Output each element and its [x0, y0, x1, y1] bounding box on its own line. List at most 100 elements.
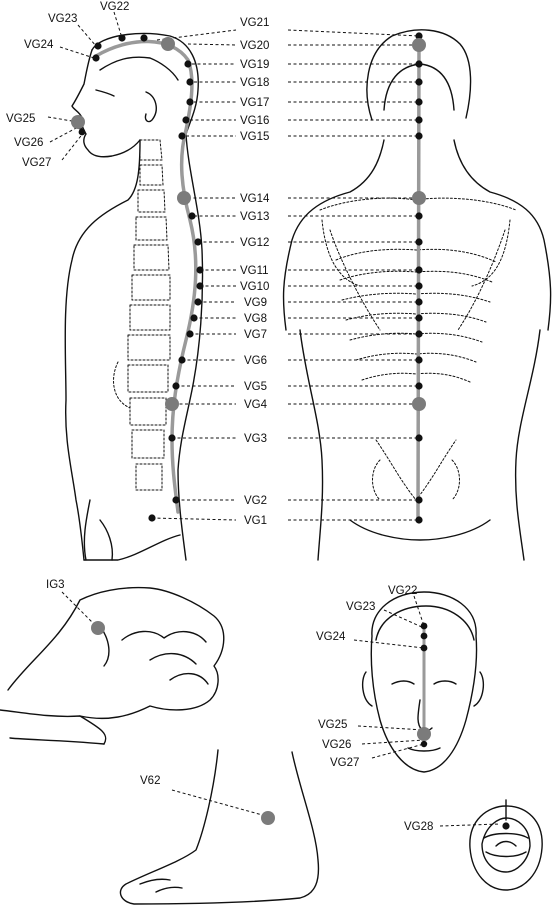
label-vg11: VG11 — [240, 265, 269, 277]
point-side-vg14 — [177, 191, 191, 205]
point-back-vg10 — [415, 282, 423, 290]
label-ig3: IG3 — [46, 579, 65, 591]
point-back-vg18 — [415, 78, 423, 86]
back-meridian — [416, 40, 421, 522]
point-side-vg17 — [186, 98, 194, 106]
point-back-vg12 — [415, 238, 423, 246]
label-vg16: VG16 — [240, 115, 269, 127]
label-vg1: VG1 — [244, 515, 267, 527]
label-vg13: VG13 — [240, 211, 269, 223]
label-vg3: VG3 — [244, 433, 267, 445]
point-ig3 — [91, 621, 105, 635]
label-side-vg25: VG25 — [6, 113, 35, 125]
leader-lines — [47, 11, 501, 827]
point-back-vg19 — [415, 60, 423, 68]
text-labels: VG23 VG22 VG24 VG25 VG26 VG27 VG21 VG20 … — [6, 1, 433, 833]
point-face-vg23 — [420, 632, 428, 640]
point-back-vg20 — [412, 38, 426, 52]
point-face-vg25-vg26 — [417, 727, 431, 741]
label-vg28: VG28 — [404, 821, 433, 833]
point-side-vg19 — [184, 60, 192, 68]
label-vg5: VG5 — [244, 381, 267, 393]
point-side-vg12 — [194, 238, 202, 246]
point-back-vg4 — [412, 397, 426, 411]
point-back-vg21 — [415, 32, 423, 40]
label-vg15: VG15 — [240, 131, 269, 143]
label-face-vg24: VG24 — [316, 631, 346, 643]
label-vg21: VG21 — [240, 17, 269, 29]
point-back-vg1 — [415, 516, 423, 524]
point-side-vg1 — [148, 514, 156, 522]
label-vg14: VG14 — [240, 193, 270, 205]
foot-outline — [119, 749, 320, 905]
point-side-vg21 — [140, 34, 148, 42]
label-face-vg23: VG23 — [346, 601, 375, 613]
point-side-vg2 — [172, 496, 180, 504]
label-vg17: VG17 — [240, 97, 269, 109]
point-side-vg16 — [182, 116, 190, 124]
point-side-vg5 — [172, 382, 180, 390]
point-back-vg11 — [415, 266, 423, 274]
face-outline — [361, 591, 485, 773]
point-side-vg8 — [190, 314, 198, 322]
point-side-vg10 — [196, 282, 204, 290]
point-side-vg23 — [94, 42, 102, 50]
point-back-vg5 — [415, 382, 423, 390]
point-back-vg8 — [415, 314, 423, 322]
label-side-vg27: VG27 — [22, 157, 51, 169]
back-figure-outline — [282, 29, 552, 561]
label-side-vg24: VG24 — [24, 39, 54, 51]
point-back-vg7 — [415, 330, 423, 338]
label-vg18: VG18 — [240, 77, 269, 89]
label-face-vg26: VG26 — [322, 739, 351, 751]
label-side-vg23: VG23 — [48, 13, 77, 25]
point-side-vg13 — [188, 212, 196, 220]
point-side-vg22 — [118, 34, 126, 42]
label-side-vg22: VG22 — [100, 1, 129, 13]
label-vg12: VG12 — [240, 237, 269, 249]
point-back-vg13 — [415, 212, 423, 220]
point-side-vg4 — [165, 397, 179, 411]
point-side-vg15 — [178, 132, 186, 140]
side-figure-outline — [64, 32, 204, 561]
open-mouth-outline — [469, 799, 543, 891]
point-side-vg7 — [186, 330, 194, 338]
point-back-vg14 — [412, 191, 426, 205]
label-vg6: VG6 — [244, 355, 267, 367]
label-face-vg27: VG27 — [330, 757, 359, 769]
side-meridian — [94, 39, 198, 514]
point-face-vg24 — [420, 644, 428, 652]
point-face-vg22 — [420, 622, 428, 630]
side-spine — [113, 139, 171, 491]
point-side-vg18 — [186, 78, 194, 86]
point-vg28 — [502, 822, 510, 830]
label-vg4: VG4 — [244, 399, 268, 411]
point-back-vg3 — [415, 434, 423, 442]
point-face-vg27 — [420, 740, 428, 748]
point-side-vg6 — [178, 356, 186, 364]
point-side-vg27 — [78, 128, 86, 136]
label-vg8: VG8 — [244, 313, 267, 325]
point-side-vg9 — [194, 298, 202, 306]
point-back-vg9 — [415, 298, 423, 306]
label-vg2: VG2 — [244, 495, 267, 507]
point-v62 — [261, 811, 275, 825]
label-vg10: VG10 — [240, 281, 269, 293]
label-vg20: VG20 — [240, 40, 269, 52]
points — [71, 32, 510, 830]
point-back-vg6 — [415, 356, 423, 364]
fist-outline — [0, 586, 225, 745]
label-vg19: VG19 — [240, 59, 269, 71]
label-v62: V62 — [140, 775, 160, 787]
label-face-vg25: VG25 — [318, 719, 347, 731]
point-back-vg17 — [415, 98, 423, 106]
point-back-vg2 — [415, 496, 423, 504]
point-back-vg16 — [415, 116, 423, 124]
label-face-vg22: VG22 — [388, 585, 417, 597]
point-side-vg3 — [168, 434, 176, 442]
point-back-vg15 — [415, 132, 423, 140]
point-side-vg24 — [92, 54, 100, 62]
point-side-vg11 — [196, 266, 204, 274]
point-side-vg20 — [161, 37, 175, 51]
